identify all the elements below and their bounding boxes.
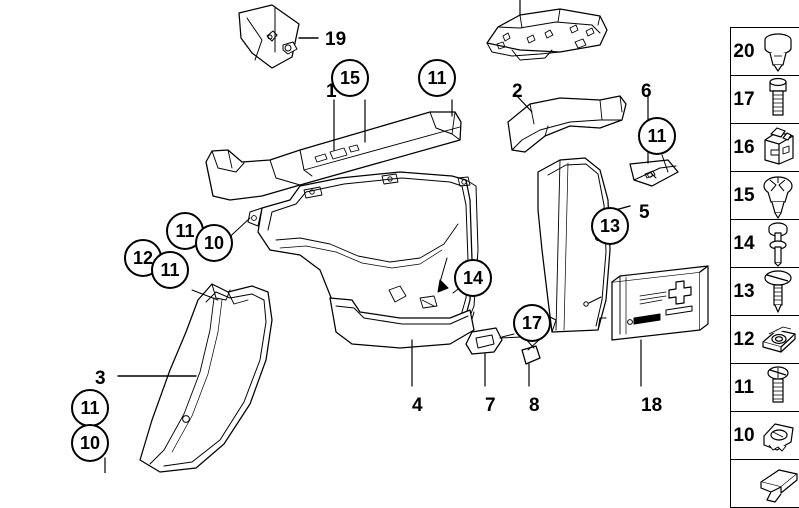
legend-row-12: 12 [731,316,799,364]
callout-18: 18 [641,395,663,416]
square-clip-nut-plate-icon [757,316,799,363]
legend-number: 15 [733,184,755,206]
legend-row-17: 17 [731,76,799,124]
legend-row-15: 15 [731,172,799,220]
legend-number: 16 [733,136,755,158]
callout-11-circled: 11 [151,251,189,289]
legend-row-14: 14 [731,220,799,268]
callout-17-circled: 17 [513,304,551,342]
legend-row-16: 16 [731,124,799,172]
legend-row-20: 20 [731,28,799,76]
legend-number: 17 [733,88,755,110]
pan-head-screw-icon [757,364,799,411]
diagram-artwork [104,0,709,473]
callout-14-circled: 14 [454,259,492,297]
legend-number: 13 [733,280,755,302]
callout-5: 5 [639,202,650,223]
legend-number: 20 [733,40,755,62]
legend-row [731,460,799,508]
slotted-head-screw-icon [757,268,799,315]
callout-19: 19 [325,29,347,50]
legend-number: 12 [733,328,755,350]
callout-1: 1 [326,81,337,102]
callout-10-circled: 10 [195,224,233,262]
round-head-rivet-pin-icon [757,220,799,267]
callout-11-circled: 11 [638,117,676,155]
callout-7: 7 [485,395,496,416]
legend-row-10: 10 [731,412,799,460]
legend-number: 10 [733,424,755,446]
legend-sidebar: 20 17 16 15 14 13 12 11 10 [730,27,799,508]
sheet-metal-clip-bracket-icon [757,124,799,171]
angled-bracket-clip-icon [757,460,799,507]
speed-nut-clip-icon [757,412,799,459]
expanding-rivet-clip-icon [757,172,799,219]
legend-number: 14 [733,232,755,254]
callout-3: 3 [95,368,106,389]
callout-11-circled: 11 [71,389,109,427]
callout-15-circled: 15 [331,59,369,97]
callout-4: 4 [412,395,423,416]
callout-10-circled: 10 [71,424,109,462]
legend-row-11: 11 [731,364,799,412]
legend-row-13: 13 [731,268,799,316]
legend-number: 11 [733,376,755,398]
callout-13-circled: 13 [591,207,629,245]
hex-head-screw-icon [757,76,799,123]
callout-2: 2 [512,81,523,102]
callout-11-circled: 11 [418,59,456,97]
callout-8: 8 [529,395,540,416]
callout-6: 6 [641,81,652,102]
push-in-cap-rivet-icon [757,28,799,75]
